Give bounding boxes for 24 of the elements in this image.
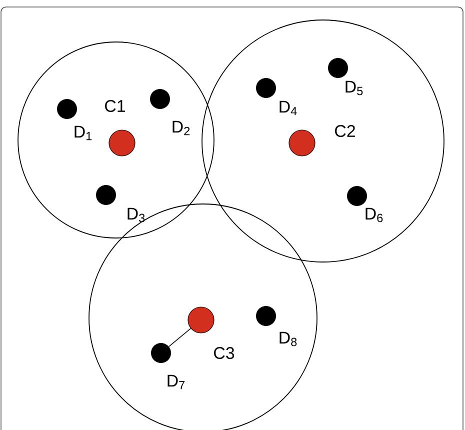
point-label: D$_{5}$: [346, 80, 363, 96]
centroid-dot: [108, 130, 136, 156]
data-point-dot: [256, 78, 276, 98]
point-label: C1: [105, 100, 125, 112]
centroid-dot: [188, 306, 214, 334]
point-label: C3: [214, 347, 234, 359]
point-label: D$_{6}$: [366, 208, 383, 222]
point-label: D$_{8}$: [280, 332, 297, 346]
centroid-dot: [288, 130, 316, 156]
data-point-dot: [57, 99, 77, 119]
data-point-dot: [151, 343, 171, 363]
data-point-dot: [328, 58, 348, 78]
connector-line: [168, 328, 192, 347]
data-point-dot: [347, 186, 367, 206]
point-label: D$_{4}$: [280, 100, 297, 116]
point-label: C2: [335, 125, 355, 137]
cluster-circle: [202, 20, 444, 262]
point-label: D$_{2}$: [172, 120, 190, 136]
data-point-dot: [256, 306, 276, 326]
point-label: D$_{7}$: [168, 374, 185, 390]
data-point-dot: [150, 89, 170, 109]
data-point-dot: [96, 185, 116, 205]
point-label: D$_{1}$: [74, 126, 92, 140]
cluster-circle: [18, 42, 214, 238]
